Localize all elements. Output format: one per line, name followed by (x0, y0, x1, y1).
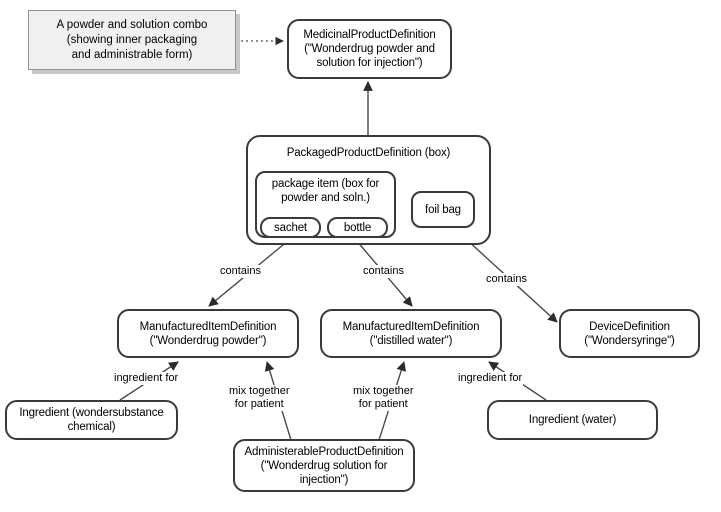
node-package-item-label: package item (box for powder and soln.) (271, 178, 380, 204)
node-sachet[interactable]: sachet (260, 217, 321, 238)
node-device-definition[interactable]: DeviceDefinition ("Wondersyringe") (559, 309, 700, 358)
note-box: A powder and solution combo (showing inn… (28, 10, 236, 70)
node-sachet-label: sachet (274, 221, 307, 234)
node-ingredient-chemical-label: Ingredient (wondersubstance chemical) (19, 407, 164, 433)
node-manufactured-item-powder[interactable]: ManufacturedItemDefinition ("Wonderdrug … (117, 309, 299, 358)
node-foil-bag[interactable]: foil bag (411, 191, 475, 228)
note-text: A powder and solution combo (showing inn… (56, 18, 208, 61)
edge-label-ingredient-for-right: ingredient for (457, 372, 524, 385)
node-medicinal-product-definition-label: MedicinalProductDefinition ("Wonderdrug … (303, 29, 436, 69)
node-administerable-product-definition[interactable]: AdministerableProductDefinition ("Wonder… (233, 439, 415, 492)
edge-label-mix-right: mix together for patient (352, 385, 415, 411)
node-bottle-label: bottle (343, 221, 372, 234)
edge-label-contains-water: contains (362, 265, 405, 278)
node-packaged-product-definition-label: PackagedProductDefinition (box) (286, 147, 451, 159)
node-foil-bag-label: foil bag (425, 203, 461, 216)
edge-label-contains-powder: contains (219, 265, 262, 278)
node-ingredient-chemical[interactable]: Ingredient (wondersubstance chemical) (5, 400, 178, 440)
edge-label-mix-left: mix together for patient (228, 385, 291, 411)
node-manufactured-item-powder-label: ManufacturedItemDefinition ("Wonderdrug … (139, 320, 277, 347)
edge-label-contains-device: contains (485, 273, 528, 286)
node-administerable-product-definition-label: AdministerableProductDefinition ("Wonder… (244, 445, 404, 486)
node-manufactured-item-water-label: ManufacturedItemDefinition ("distilled w… (342, 320, 480, 347)
node-medicinal-product-definition[interactable]: MedicinalProductDefinition ("Wonderdrug … (287, 19, 452, 79)
node-ingredient-water-label: Ingredient (water) (528, 414, 617, 426)
edge-label-ingredient-for-left: ingredient for (113, 372, 180, 385)
node-ingredient-water[interactable]: Ingredient (water) (487, 400, 658, 440)
node-device-definition-label: DeviceDefinition ("Wondersyringe") (584, 320, 675, 347)
node-bottle[interactable]: bottle (327, 217, 388, 238)
node-manufactured-item-water[interactable]: ManufacturedItemDefinition ("distilled w… (320, 309, 502, 358)
